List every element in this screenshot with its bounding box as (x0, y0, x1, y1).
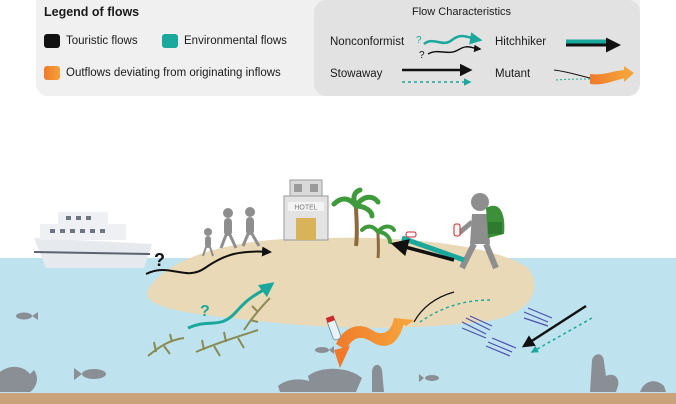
nonconformist-question-teal: ? (416, 35, 422, 46)
palm-tree-icon (331, 187, 381, 247)
hotel-icon: HOTEL (283, 179, 329, 241)
mutant-icon (553, 66, 634, 85)
nonconformist-icon: ? ? (416, 32, 483, 61)
stowaway-label: Stowaway (330, 68, 383, 80)
lionfish-icon (461, 307, 553, 357)
palm-tree-small-icon (360, 224, 396, 259)
hotel-sign: HOTEL (294, 205, 317, 212)
environmental-flows-label: Environmental flows (184, 35, 287, 47)
stowaway-flow-black (521, 304, 587, 348)
water-question-mark: ? (200, 303, 210, 320)
touristic-flows-label: Touristic flows (66, 35, 138, 47)
legend-title: Legend of flows (44, 5, 140, 19)
coral-icon (0, 354, 666, 392)
hitchhiker-flow-teal (401, 235, 465, 263)
fish-icon (16, 312, 439, 382)
touristic-flow-arrow (145, 246, 272, 275)
ship-question-mark: ? (154, 250, 165, 270)
hitchhiker-flow-black (390, 239, 455, 262)
cruise-ship-icon (33, 212, 152, 268)
environmental-flows-swatch (162, 34, 178, 48)
stowaway-icon (402, 63, 473, 86)
flow-characteristics-title: Flow Characteristics (412, 6, 512, 18)
nonconformist-label: Nonconformist (330, 36, 405, 48)
mutant-outflow (336, 318, 404, 350)
hitchhiker-label: Hitchhiker (495, 36, 547, 48)
mutant-inflow-teal (419, 299, 491, 323)
floating-bottle-icon (325, 315, 342, 341)
mutant-label: Mutant (495, 68, 531, 80)
outflows-label: Outflows deviating from originating infl… (66, 67, 281, 79)
hitchhiker-icon (566, 37, 621, 53)
bottle-icon (405, 231, 417, 238)
hiker-icon (453, 193, 505, 270)
outflows-swatch (44, 66, 60, 80)
environmental-flow-arrow (187, 282, 275, 330)
mutant-outflow-head (334, 346, 350, 368)
tourist-group-icon (202, 207, 261, 257)
touristic-flows-swatch (44, 34, 60, 48)
mutant-inflow-black (413, 291, 455, 323)
seabed (0, 393, 676, 404)
seaweed-icon (147, 297, 271, 357)
nonconformist-question-black: ? (419, 50, 425, 61)
